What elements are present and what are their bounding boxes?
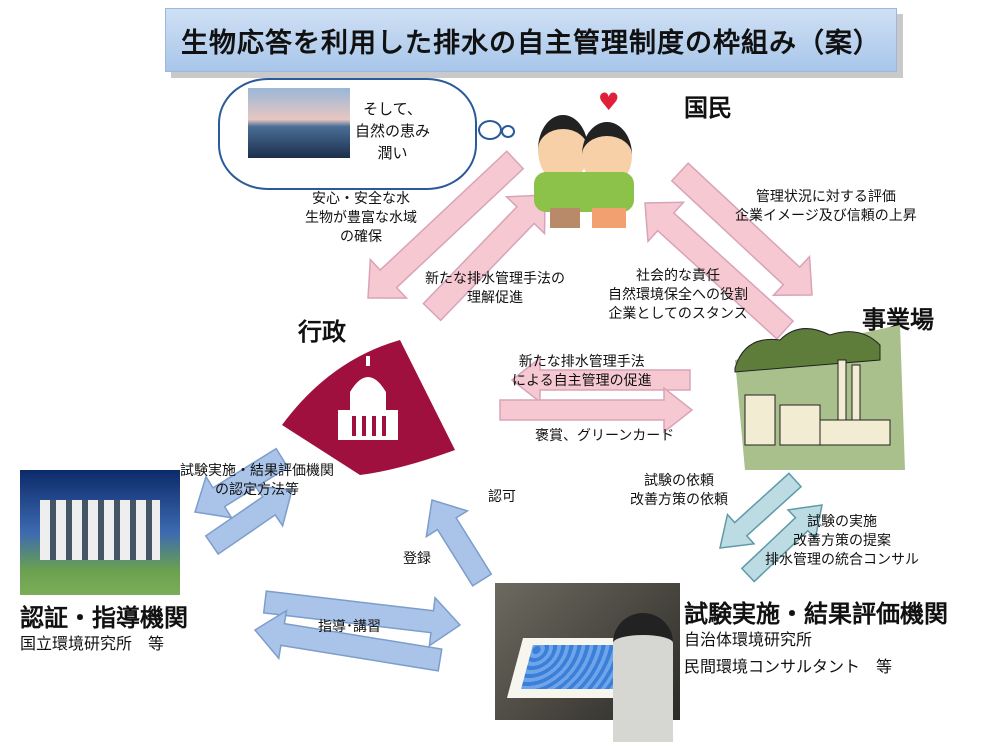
- testing-example: 民間環境コンサルタント 等: [684, 657, 893, 676]
- arrow-certification-to-testing: [262, 590, 462, 648]
- arrow-business-to-citizens: [644, 201, 795, 340]
- arrow-certification-to-government: [204, 484, 293, 556]
- label-line: 試験の実施: [807, 514, 877, 530]
- label-responsibility: 社会的な責任自然環境保全への役割企業としてのスタンス: [608, 267, 748, 324]
- thought-bubble: [478, 120, 502, 140]
- arrow-testing-to-business: [740, 504, 823, 583]
- node-citizens: 国民: [684, 94, 732, 122]
- label-line: 企業としてのスタンス: [608, 306, 748, 322]
- arrow-citizens-to-government: [367, 150, 525, 299]
- arrow-citizens-to-business: [670, 162, 813, 296]
- label-registration: 登録: [403, 551, 431, 567]
- label-line: の認定方法等: [215, 482, 299, 498]
- label-line: 改善方策の依頼: [630, 492, 728, 508]
- node-testing: 試験実施・結果評価機関: [684, 600, 948, 628]
- label-line: 社会的な責任: [636, 268, 720, 284]
- label-line: 排水管理の統合コンサル: [765, 552, 919, 568]
- label-line: 管理状況に対する評価: [755, 189, 896, 205]
- label-safe-water: 安心・安全な水生物が豊富な水域の確保: [305, 190, 417, 247]
- arrow-government-to-certification: [194, 447, 289, 519]
- label-line: 試験実施・結果評価機関: [180, 463, 334, 479]
- arrow-business-to-testing: [719, 472, 803, 549]
- label-evaluation: 管理状況に対する評価企業イメージ及び信頼の上昇: [735, 188, 917, 226]
- seascape-photo: [248, 88, 350, 158]
- label-line: 企業イメージ及び信頼の上昇: [735, 208, 917, 224]
- cloud-line: 自然の恵み: [355, 122, 431, 140]
- cloud-text: そして、 自然の恵み 潤い: [355, 98, 430, 164]
- arrow-government-to-citizens: [422, 194, 546, 322]
- cloud-line: 潤い: [377, 144, 408, 162]
- label-line: 自然環境保全への役割: [608, 287, 748, 303]
- node-business: 事業場: [862, 306, 934, 334]
- thought-bubble: [501, 125, 515, 138]
- label-line: 新たな排水管理手法の: [425, 271, 565, 287]
- label-guidance: 指導･講習: [318, 619, 381, 635]
- arrow-testing-to-government: [425, 499, 493, 587]
- page-title: 生物応答を利用した排水の自主管理制度の枠組み（案）: [165, 8, 897, 72]
- lab-photo: [495, 583, 680, 742]
- label-line: 改善方策の提案: [793, 533, 891, 549]
- arrow-layer: [194, 150, 823, 672]
- cloud-line: そして、: [363, 100, 422, 118]
- label-line: 生物が豊富な水域: [305, 210, 417, 226]
- people-illustration: ♥: [520, 88, 660, 240]
- testing-example: 自治体環境研究所: [684, 630, 813, 649]
- label-line: 理解促進: [467, 290, 523, 306]
- label-line: による自主管理の促進: [512, 373, 652, 389]
- arrow-government-to-business: [499, 386, 694, 434]
- heart-icon: ♥: [598, 88, 620, 116]
- label-request: 試験の依頼改善方策の依頼: [630, 472, 728, 510]
- label-approval: 認可: [488, 489, 516, 505]
- node-certification: 認証・指導機関: [20, 604, 188, 632]
- label-promotion: 新たな排水管理手法による自主管理の促進: [512, 353, 652, 391]
- certification-examples: 国立環境研究所 等: [20, 634, 165, 653]
- label-line: の確保: [340, 229, 382, 245]
- label-accreditation: 試験実施・結果評価機関の認定方法等: [180, 462, 334, 500]
- research-building-photo: [20, 470, 180, 595]
- label-line: 試験の依頼: [644, 473, 714, 489]
- label-line: 新たな排水管理手法: [518, 354, 645, 370]
- arrow-testing-to-certification: [253, 609, 443, 672]
- label-award: 褒賞、グリーンカード: [535, 428, 675, 444]
- label-implementation: 試験の実施改善方策の提案排水管理の統合コンサル: [765, 513, 919, 570]
- label-line: 安心・安全な水: [312, 191, 410, 207]
- label-understanding: 新たな排水管理手法の理解促進: [425, 270, 565, 308]
- node-government: 行政: [298, 318, 346, 346]
